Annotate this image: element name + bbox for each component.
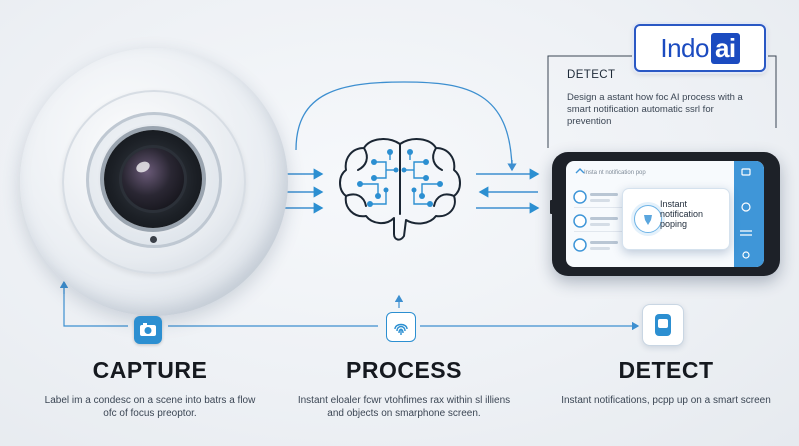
camera-sensor-dot — [150, 236, 157, 243]
phone-screen-caption: Insta nt notification pop — [584, 170, 646, 176]
detect-panel-note: Design a astant how foc AI process with … — [567, 92, 743, 127]
phone-screen-sidebar — [734, 161, 764, 267]
brand-name-main: Indo — [660, 32, 709, 63]
step-title-capture: CAPTURE — [92, 357, 208, 383]
step-desc-detect: Instant notifications, pcpp up on a smar… — [561, 395, 771, 406]
output-arrows — [476, 168, 540, 214]
notification-bell-icon — [634, 205, 662, 233]
list-item-2 — [573, 214, 622, 232]
step-desc-capture: Label im a condesc on a scene into batrs… — [44, 395, 256, 419]
detect-panel-heading: DETECT — [567, 69, 616, 81]
phone-list-items — [573, 168, 752, 259]
brain-icon — [339, 138, 461, 241]
notification-text: Instant notification poping — [660, 199, 704, 229]
camera-lens-inner — [122, 148, 184, 210]
phone-side-button — [550, 200, 553, 214]
brand-name-accent: ai — [710, 32, 740, 64]
step-desc-process: Instant eloaler fcwr vtohfimes rax withi… — [297, 395, 511, 419]
sidebar-icons — [740, 168, 752, 259]
bottom-flow-line — [59, 280, 640, 331]
process-fingerprint-icon — [386, 312, 416, 342]
detect-phone-icon — [642, 304, 684, 346]
capture-camera-icon — [134, 316, 162, 344]
step-title-process: PROCESS — [346, 357, 462, 383]
list-item-1 — [573, 190, 622, 208]
screen-top-arrow-icon — [575, 168, 585, 174]
step-title-detect: DETECT — [618, 357, 714, 383]
list-item-3 — [573, 238, 618, 252]
top-feedback-arc — [295, 81, 517, 172]
